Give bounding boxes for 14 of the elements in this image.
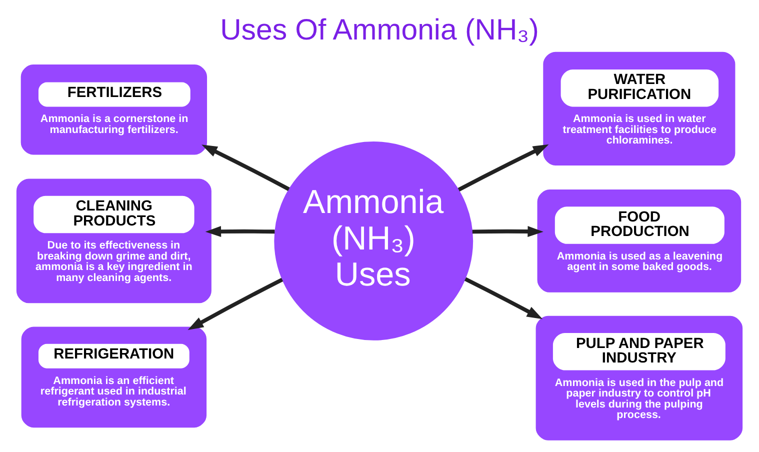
node-box: FERTILIZERS Ammonia is a cornerstone in manufacturing fertilizers. [20,64,208,155]
node-box: CLEANING PRODUCTS Due to its effectiveness in breaking down grime and dirt, ammonia is a key ingredient in many cleaning agents. [16,178,212,304]
node-box: FOOD PRODUCTION Ammonia is used as a leavening agent in some baked goods. [537,190,742,292]
arrow [205,226,275,238]
arrow [472,226,544,237]
arrow [464,277,543,320]
arrow [202,144,290,191]
arrow [458,144,549,192]
node-circle: Ammonia (NH₃) Uses [274,141,474,340]
node-box: WATER PURIFICATION Ammonia is used in water treatment facilities to produce chloramines. [543,52,736,166]
node-box: PULP AND PAPER INDUSTRY Ammonia is used in the pulp and paper industry to control pH levels during the pulping process. [536,316,743,440]
diagram-title: Uses Of Ammonia (NH₃) [220,14,539,47]
node-box: REFRIGERATION Ammonia is an efficient refrigerant used in industrial refrigeration systems. [21,326,207,428]
arrow [188,278,284,330]
